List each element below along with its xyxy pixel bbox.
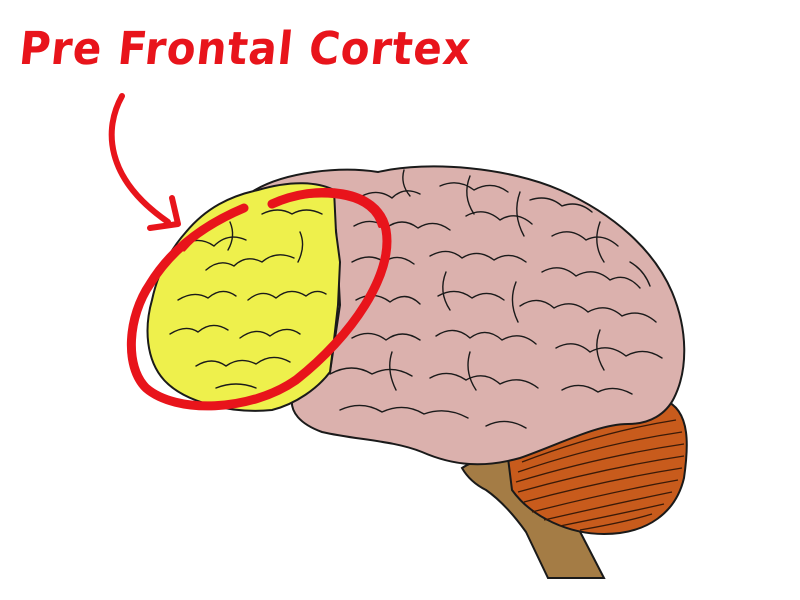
cerebellum	[506, 398, 688, 536]
cerebrum	[252, 165, 686, 466]
circle-highlight	[126, 187, 392, 411]
prefrontal-gyri	[169, 209, 327, 389]
arrow-icon	[108, 93, 181, 231]
